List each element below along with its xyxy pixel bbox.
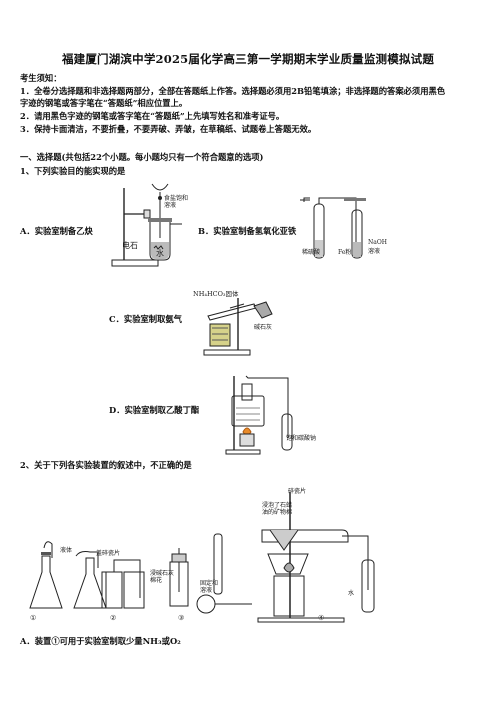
apparatus-b-ferrous-hydroxide [296, 196, 366, 268]
apparatus-d-butyl-acetate [224, 374, 302, 456]
label-water: 水 [156, 249, 164, 258]
label-fe-powder: Fe粉 [338, 249, 352, 256]
label-naoh: NaOH [368, 239, 387, 246]
label-fixed: 固定和 [200, 580, 219, 587]
label-solution: 溶液 [164, 202, 177, 209]
q2-option-a: A．装置①可用于实验室制取少量NH₃或O₂ [20, 636, 181, 646]
notice-line-3: 2．请用黑色字迹的钢笔或答字笔在“答题纸”上先填写姓名和准考证号。 [20, 111, 285, 121]
label-dilute-sulfuric-acid: 稀硫酸 [302, 249, 321, 256]
question-1-stem: 1、下列实验目的能实现的是 [20, 166, 126, 176]
notice-line-4: 3．保持卡面清洁，不要折叠，不要弄破、弄皱，在草稿纸、试题卷上答题无效。 [20, 124, 317, 134]
q1-option-b: B．实验室制备氢氧化亚铁 [198, 226, 297, 236]
label-mineral-wool-2: 油的矿物棉 [262, 509, 293, 516]
label-lid: 盖碎瓷片 [96, 550, 121, 557]
section-heading: 一、选择题(共包括22个小题。每小题均只有一个符合题意的选项) [20, 152, 264, 162]
label-mineral-wool-1: 浸泡了石蜡 [262, 502, 293, 509]
question-2-stem: 2、关于下列各实验装置的叙述中，不正确的是 [20, 460, 192, 470]
label-ammonium-bicarbonate: NH₄HCO₃固体 [193, 290, 239, 298]
q1-option-c: C．实验室制取氨气 [109, 314, 182, 324]
label-porcelain-chips: 碎瓷片 [288, 488, 307, 495]
label-calcium-carbide: 电石 [122, 241, 138, 250]
label-liquid: 液体 [60, 547, 73, 554]
label-cotton: 棉花 [150, 577, 163, 584]
label-water-2: 水 [348, 590, 355, 597]
apparatus-a-acetylene [110, 182, 190, 270]
label-saturated-salt: 食盐饱和 [164, 195, 189, 202]
notice-line-2: 字迹的钢笔或答字笔在“答题纸”相应位置上。 [20, 98, 188, 108]
label-soak: 浸碱石灰 [150, 570, 175, 577]
notice-line-1: 1．全卷分选择题和非选择题两部分，全部在答题纸上作答。选择题必须用2B铅笔填涂；… [20, 86, 446, 96]
apparatus-number-1: ① [30, 614, 37, 622]
label-saturated-sodium-carbonate: 饱和碳酸钠 [286, 435, 317, 442]
q1-option-d: D．实验室制取乙酸丁酯 [109, 405, 200, 415]
apparatus-number-3: ③ [178, 614, 185, 622]
apparatus-number-2: ② [110, 614, 117, 622]
apparatus-number-4: ④ [318, 614, 325, 622]
label-solution-2: 溶液 [200, 587, 213, 594]
label-soda-lime: 碱石灰 [254, 324, 273, 331]
q1-option-a: A．实验室制备乙炔 [20, 226, 93, 236]
apparatus-c-ammonia [200, 294, 276, 358]
apparatus-q2-set [22, 472, 392, 624]
page-title: 福建厦门湖滨中学2025届化学高三第一学期期末学业质量监测模拟试题 [61, 52, 435, 66]
notice-heading: 考生须知： [20, 73, 62, 83]
label-naoh-solution: 溶液 [368, 248, 381, 255]
